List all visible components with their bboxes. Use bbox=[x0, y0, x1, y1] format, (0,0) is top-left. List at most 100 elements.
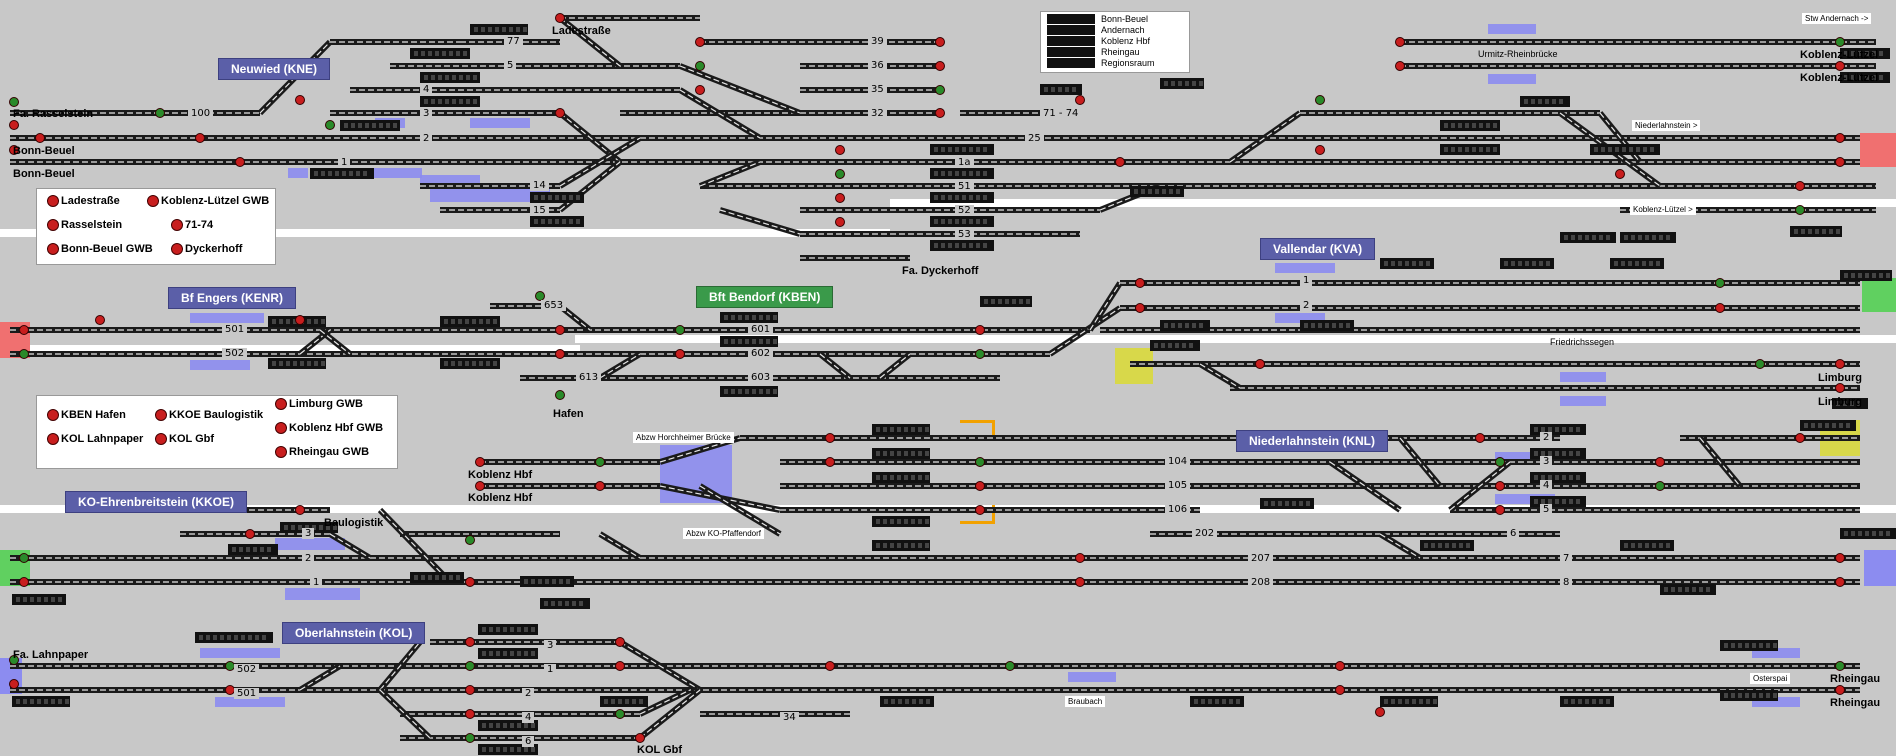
signal-lamp[interactable] bbox=[935, 37, 945, 47]
signal-lamp[interactable] bbox=[1315, 95, 1325, 105]
train-number-field[interactable] bbox=[440, 358, 500, 369]
signal-lamp[interactable] bbox=[1835, 661, 1845, 671]
signal-lamp[interactable] bbox=[1835, 37, 1845, 47]
signal-lamp[interactable] bbox=[1615, 169, 1625, 179]
signal-lamp[interactable] bbox=[1835, 359, 1845, 369]
signal-lamp[interactable] bbox=[675, 325, 685, 335]
signal-lamp[interactable] bbox=[555, 349, 565, 359]
train-number-field[interactable] bbox=[340, 120, 400, 131]
signal-lamp[interactable] bbox=[9, 679, 19, 689]
signal-lamp[interactable] bbox=[1395, 37, 1405, 47]
legend-item[interactable]: Ladestraße bbox=[47, 195, 120, 207]
signal-lamp[interactable] bbox=[19, 577, 29, 587]
signal-lamp[interactable] bbox=[475, 481, 485, 491]
signal-lamp[interactable] bbox=[9, 145, 19, 155]
route-marker[interactable] bbox=[960, 420, 995, 439]
signal-lamp[interactable] bbox=[1495, 457, 1505, 467]
train-number-field[interactable] bbox=[1440, 120, 1500, 131]
signal-lamp[interactable] bbox=[615, 661, 625, 671]
signal-lamp[interactable] bbox=[19, 553, 29, 563]
legend-item[interactable]: KOL Lahnpaper bbox=[47, 433, 143, 445]
signal-lamp[interactable] bbox=[825, 433, 835, 443]
signal-lamp[interactable] bbox=[1655, 457, 1665, 467]
train-number-field[interactable] bbox=[1440, 144, 1500, 155]
legend-item[interactable]: Rheingau GWB bbox=[275, 446, 369, 458]
signal-lamp[interactable] bbox=[465, 661, 475, 671]
signal-lamp[interactable] bbox=[1835, 157, 1845, 167]
signal-lamp[interactable] bbox=[695, 37, 705, 47]
signal-lamp[interactable] bbox=[195, 133, 205, 143]
train-number-field[interactable] bbox=[478, 648, 538, 659]
signal-lamp[interactable] bbox=[675, 349, 685, 359]
signal-lamp[interactable] bbox=[9, 97, 19, 107]
signal-lamp[interactable] bbox=[1335, 661, 1345, 671]
signal-lamp[interactable] bbox=[19, 349, 29, 359]
signal-lamp[interactable] bbox=[9, 120, 19, 130]
signal-lamp[interactable] bbox=[555, 13, 565, 23]
station-label-ehrenbreitstein[interactable]: KO-Ehrenbreitstein (KKOE) bbox=[65, 491, 248, 513]
legend-item[interactable]: KKOE Baulogistik bbox=[155, 409, 263, 421]
train-number-field[interactable] bbox=[478, 720, 538, 731]
signal-lamp[interactable] bbox=[465, 577, 475, 587]
signal-lamp[interactable] bbox=[1005, 661, 1015, 671]
signal-lamp[interactable] bbox=[1835, 133, 1845, 143]
signal-lamp[interactable] bbox=[1655, 481, 1665, 491]
route-marker[interactable] bbox=[960, 505, 995, 524]
signal-lamp[interactable] bbox=[825, 661, 835, 671]
signal-lamp[interactable] bbox=[465, 709, 475, 719]
station-label-neuwied[interactable]: Neuwied (KNE) bbox=[218, 58, 331, 80]
legend-item[interactable]: Limburg GWB bbox=[275, 398, 363, 410]
signal-lamp[interactable] bbox=[1495, 505, 1505, 515]
train-number-field[interactable] bbox=[600, 696, 648, 707]
signal-lamp[interactable] bbox=[1715, 303, 1725, 313]
signal-lamp[interactable] bbox=[1075, 577, 1085, 587]
signal-lamp[interactable] bbox=[155, 108, 165, 118]
signal-lamp[interactable] bbox=[1835, 685, 1845, 695]
signal-lamp[interactable] bbox=[1795, 205, 1805, 215]
signal-lamp[interactable] bbox=[825, 457, 835, 467]
legend-item[interactable]: KBEN Hafen bbox=[47, 409, 126, 421]
signal-lamp[interactable] bbox=[1315, 145, 1325, 155]
signal-lamp[interactable] bbox=[475, 457, 485, 467]
signal-lamp[interactable] bbox=[465, 637, 475, 647]
signal-lamp[interactable] bbox=[235, 157, 245, 167]
signal-lamp[interactable] bbox=[635, 733, 645, 743]
legend-item[interactable]: 71-74 bbox=[171, 219, 213, 231]
signal-lamp[interactable] bbox=[1255, 359, 1265, 369]
signal-lamp[interactable] bbox=[19, 325, 29, 335]
signal-lamp[interactable] bbox=[465, 535, 475, 545]
legend-item[interactable]: Dyckerhoff bbox=[171, 243, 242, 255]
legend-item[interactable]: Koblenz-Lützel GWB bbox=[147, 195, 269, 207]
signal-lamp[interactable] bbox=[295, 315, 305, 325]
signal-lamp[interactable] bbox=[295, 95, 305, 105]
signal-lamp[interactable] bbox=[615, 637, 625, 647]
signal-lamp[interactable] bbox=[1795, 181, 1805, 191]
edge-block-green[interactable] bbox=[1862, 278, 1896, 312]
signal-lamp[interactable] bbox=[835, 169, 845, 179]
station-label-vallendar[interactable]: Vallendar (KVA) bbox=[1260, 238, 1376, 260]
signal-lamp[interactable] bbox=[835, 217, 845, 227]
signal-lamp[interactable] bbox=[1755, 359, 1765, 369]
signal-lamp[interactable] bbox=[465, 733, 475, 743]
train-number-field[interactable] bbox=[478, 744, 538, 755]
signal-lamp[interactable] bbox=[465, 685, 475, 695]
station-label-bendorf[interactable]: Bft Bendorf (KBEN) bbox=[696, 286, 834, 308]
station-label-oberlahnstein[interactable]: Oberlahnstein (KOL) bbox=[282, 622, 426, 644]
signal-lamp[interactable] bbox=[9, 655, 19, 665]
train-number-field[interactable] bbox=[420, 72, 480, 83]
signal-lamp[interactable] bbox=[1835, 383, 1845, 393]
signal-lamp[interactable] bbox=[615, 709, 625, 719]
signal-lamp[interactable] bbox=[1795, 433, 1805, 443]
signal-lamp[interactable] bbox=[325, 120, 335, 130]
train-number-field[interactable] bbox=[440, 316, 500, 327]
station-label-engers[interactable]: Bf Engers (KENR) bbox=[168, 287, 297, 309]
signal-lamp[interactable] bbox=[1395, 61, 1405, 71]
signal-lamp[interactable] bbox=[935, 61, 945, 71]
signal-lamp[interactable] bbox=[975, 481, 985, 491]
signal-lamp[interactable] bbox=[595, 481, 605, 491]
signal-lamp[interactable] bbox=[1135, 303, 1145, 313]
signal-lamp[interactable] bbox=[1375, 707, 1385, 717]
signal-lamp[interactable] bbox=[35, 133, 45, 143]
legend-item[interactable]: KOL Gbf bbox=[155, 433, 214, 445]
signal-lamp[interactable] bbox=[1835, 61, 1845, 71]
